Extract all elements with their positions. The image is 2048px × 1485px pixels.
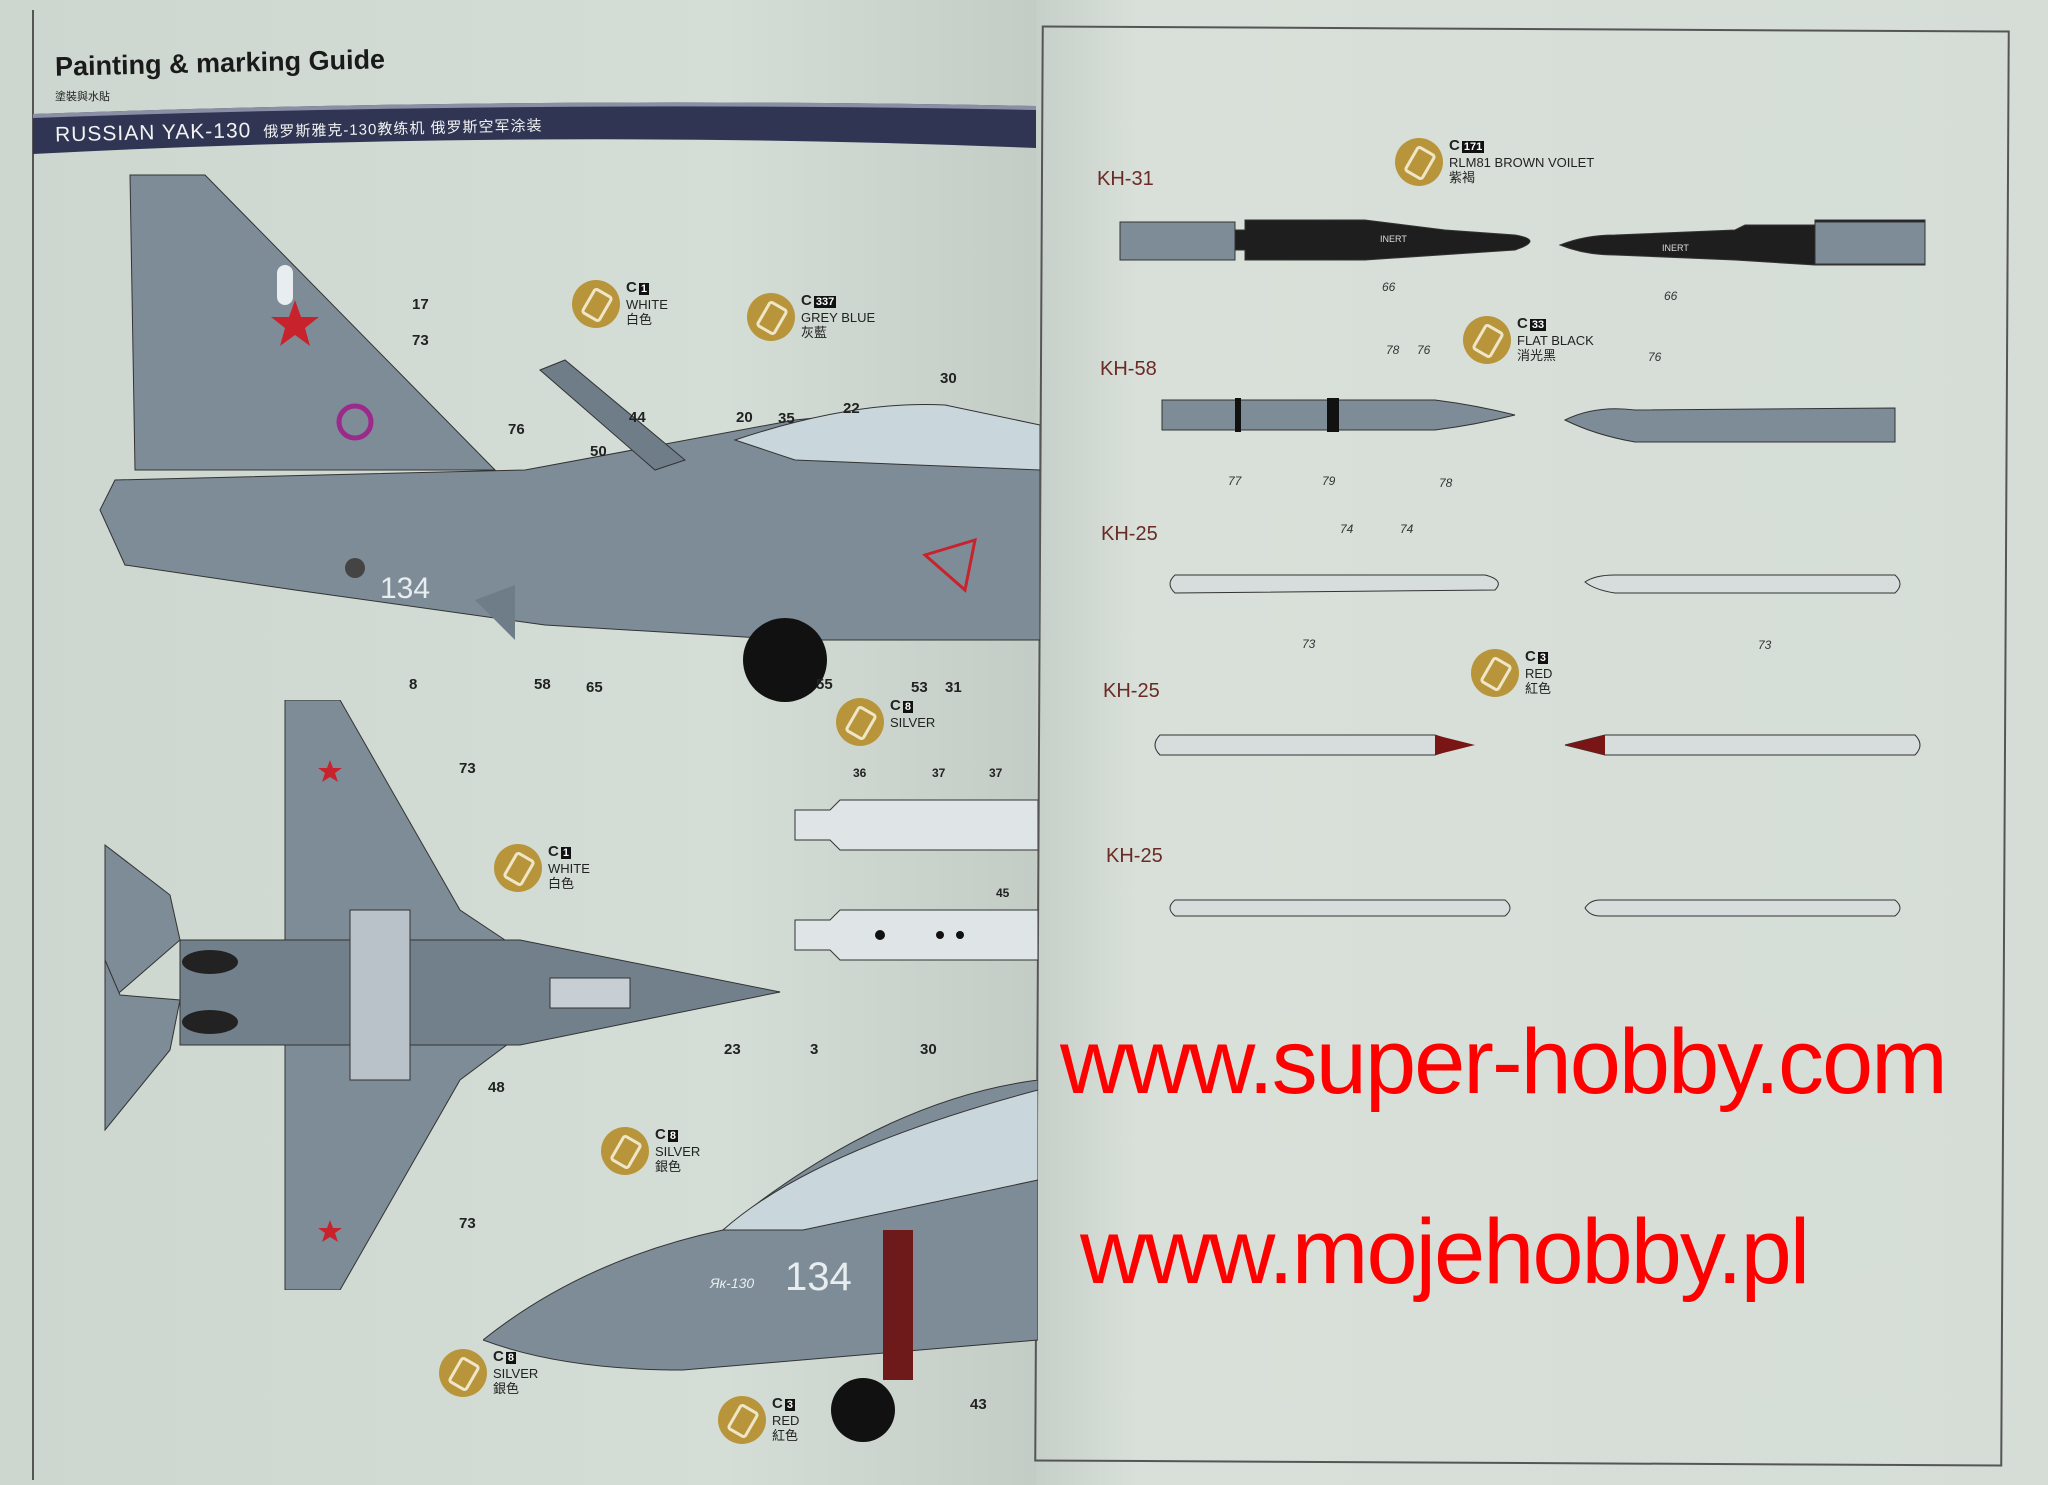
weapon-label-kh25: KH-25 xyxy=(1106,845,1163,867)
callout-number: 43 xyxy=(970,1396,987,1413)
callout-number: 73 xyxy=(412,332,429,349)
paint-brush-icon xyxy=(494,844,542,892)
callout-number: 20 xyxy=(736,409,753,426)
callout-number: 8 xyxy=(409,676,418,693)
stencil-inert: INERT xyxy=(1662,243,1689,253)
callout-number: 79 xyxy=(1322,474,1336,488)
callout-number: 37 xyxy=(989,766,1003,780)
paint-brush-icon xyxy=(439,1349,487,1397)
callout-number: 3 xyxy=(810,1041,819,1058)
callout-number: 78 xyxy=(1439,476,1453,490)
paint-brush-icon xyxy=(601,1127,649,1175)
callout-number: 78 xyxy=(1386,343,1400,357)
page-subtitle: 塗裝與水貼 xyxy=(55,91,110,103)
weapon-label-kh58: KH-58 xyxy=(1100,358,1157,380)
nose-lettering: Як-130 xyxy=(710,1275,755,1291)
callout-number: 36 xyxy=(853,766,867,780)
paint-brush-icon xyxy=(747,293,795,341)
callout-number: 73 xyxy=(1758,638,1772,652)
weapon-label-kh31: KH-31 xyxy=(1097,168,1154,190)
callout-number: 74 xyxy=(1340,522,1354,536)
watermark: www.super-hobby.com xyxy=(1060,1011,1948,1113)
callout-number: 22 xyxy=(843,400,860,417)
weapon-label-kh25: KH-25 xyxy=(1103,680,1160,702)
title-banner xyxy=(33,102,1036,154)
callout-number: 37 xyxy=(932,766,946,780)
callout-number: 66 xyxy=(1664,289,1678,303)
callout-number: 30 xyxy=(940,370,957,387)
callout-number: 31 xyxy=(945,679,962,696)
callout-number: 65 xyxy=(586,679,603,696)
weapon-label-kh25: KH-25 xyxy=(1101,523,1158,545)
callout-number: 23 xyxy=(724,1041,741,1058)
paint-brush-icon xyxy=(1395,138,1443,186)
banner-title-text: RUSSIAN YAK-130 xyxy=(54,119,252,147)
weapon-drawings xyxy=(1119,219,1926,917)
callout-number: 53 xyxy=(911,679,928,696)
side-number: 134 xyxy=(380,572,431,605)
callout-number: 55 xyxy=(816,676,833,693)
banner-subtitle: 俄罗斯雅克-130教练机 俄罗斯空军涂装 xyxy=(263,117,543,141)
left-page-frame xyxy=(32,10,1038,1480)
callout-number: 73 xyxy=(1302,637,1316,651)
aircraft-side-view xyxy=(99,174,1040,702)
stencil-inert: INERT xyxy=(1380,234,1407,244)
fuel-tanks xyxy=(794,799,1038,961)
callout-number: 17 xyxy=(412,296,429,313)
paint-brush-icon xyxy=(572,280,620,328)
paint-brush-icon xyxy=(836,698,884,746)
callout-number: 76 xyxy=(1648,350,1662,364)
aircraft-top-view xyxy=(104,700,781,1290)
aircraft-nose-view xyxy=(483,1080,1038,1442)
callout-number: 58 xyxy=(534,676,551,693)
callout-number: 35 xyxy=(778,410,795,427)
callout-number: 73 xyxy=(459,760,476,777)
callout-number: 76 xyxy=(1417,343,1431,357)
callout-number: 50 xyxy=(590,443,607,460)
callout-number: 74 xyxy=(1400,522,1414,536)
callout-number: 66 xyxy=(1382,280,1396,294)
callout-number: 30 xyxy=(920,1041,937,1058)
paint-brush-icon xyxy=(718,1396,766,1444)
callout-number: 73 xyxy=(459,1215,476,1232)
callout-number: 76 xyxy=(508,421,525,438)
paint-brush-icon xyxy=(1463,316,1511,364)
callout-number: 45 xyxy=(996,886,1010,900)
callout-number: 77 xyxy=(1228,474,1242,488)
callout-number: 44 xyxy=(629,409,646,426)
watermark: www.mojehobby.pl xyxy=(1080,1201,1810,1303)
nose-side-number: 134 xyxy=(785,1255,852,1299)
paint-brush-icon xyxy=(1471,649,1519,697)
callout-number: 48 xyxy=(488,1079,505,1096)
